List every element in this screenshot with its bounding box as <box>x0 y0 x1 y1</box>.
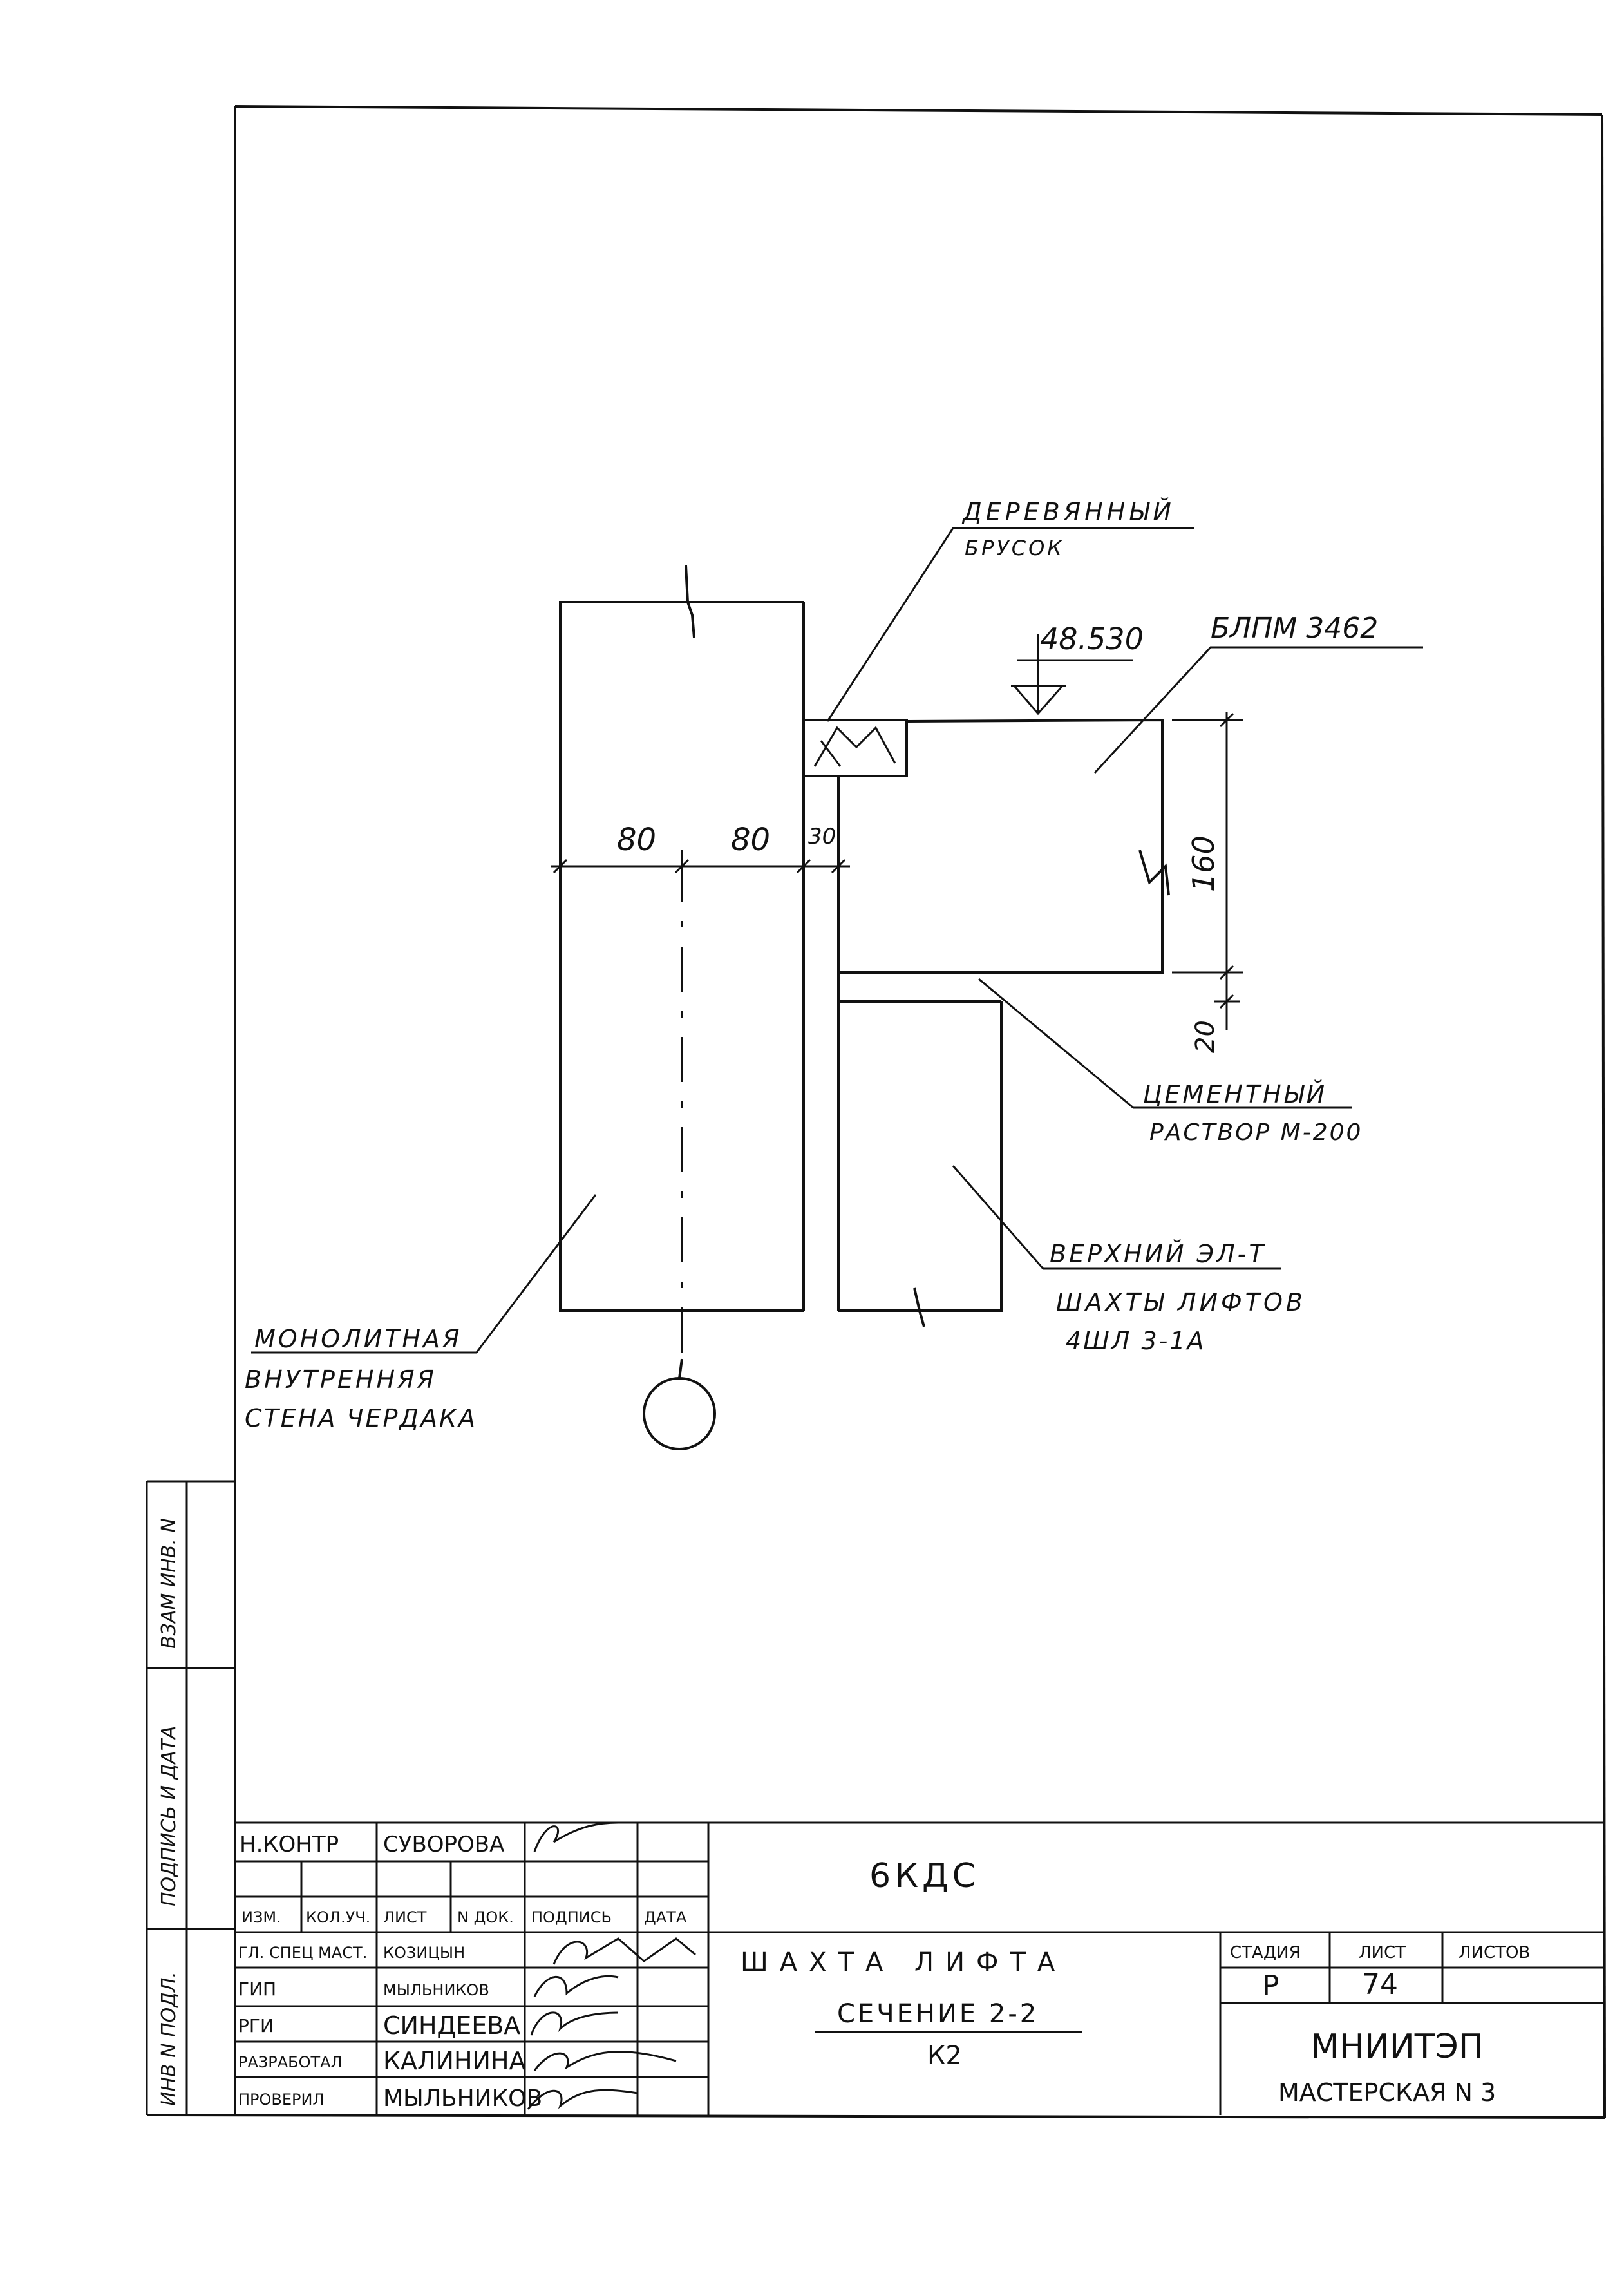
label-cement-1: ЦЕМЕНТНЫЙ <box>1143 1080 1327 1108</box>
slab-outline <box>837 718 1164 974</box>
signature-mark <box>527 2089 638 2110</box>
label-upper-3: 4ШЛ 3-1А <box>1066 1327 1206 1355</box>
label-wood-2: БРУСОК <box>965 536 1064 560</box>
drawing-labels: ДЕРЕВЯННЫЙ БРУСОК 48.530 БЛПМ 3462 80 80… <box>245 498 1378 1432</box>
break-mark-top <box>685 565 695 638</box>
label-wall-1: МОНОЛИТНАЯ <box>254 1325 462 1353</box>
side-stamp <box>146 1480 235 2115</box>
sheet-frame <box>146 105 1606 2119</box>
stamp-col-kolu: КОЛ.УЧ. <box>306 1908 370 1926</box>
leader-slab <box>1093 646 1423 774</box>
shaft-element-outline <box>838 1001 1003 1312</box>
dim-30: 30 <box>808 824 836 850</box>
dim-80-left: 80 <box>617 822 656 858</box>
leader-wall <box>251 1194 597 1354</box>
side-stamp-vzam: ВЗАМ ИНВ. N <box>158 1518 180 1649</box>
stamp-col-list: ЛИСТ <box>383 1908 427 1926</box>
signature-mark <box>530 2011 619 2036</box>
stamp-row-role: ГЛ. СПЕЦ МАСТ. <box>238 1944 367 1962</box>
signature-mark <box>533 1975 619 1997</box>
stamp-row-role: ГИП <box>238 1979 276 2000</box>
signature-mark <box>533 2051 677 2071</box>
sheet-header: ЛИСТ <box>1359 1943 1406 1962</box>
dim-80-right: 80 <box>731 822 770 858</box>
workshop-name: МАСТЕРСКАЯ N 3 <box>1278 2078 1496 2107</box>
stamp-row-name: МЫЛЬНИКОВ <box>383 2085 542 2112</box>
sheet-number: 74 <box>1362 1968 1398 2001</box>
label-upper-1: ВЕРХНИЙ ЭЛ-Т <box>1050 1240 1267 1268</box>
drawing-section: СЕЧЕНИЕ 2-2 <box>837 1999 1039 2029</box>
dim-20: 20 <box>1191 1020 1220 1053</box>
dim-160: 160 <box>1186 835 1221 892</box>
stamp-col-izm: ИЗМ. <box>241 1908 281 1926</box>
break-mark-slab <box>1138 850 1170 896</box>
label-wall-3: СТЕНА ЧЕРДАКА <box>245 1404 477 1432</box>
stamp-row-name: КОЗИЦЫН <box>383 1944 465 1962</box>
break-mark-bottom <box>913 1287 925 1327</box>
signature-mark <box>552 1937 696 1965</box>
signatures <box>527 1821 696 2110</box>
stamp-row-role: ПРОВЕРИЛ <box>238 2091 325 2109</box>
stamp-top-role: Н.КОНТР <box>240 1832 339 1857</box>
stamp-row-name: МЫЛЬНИКОВ <box>383 1981 489 1999</box>
side-stamp-inv-sub: ИНВ N ПОДЛ. <box>158 1971 180 2106</box>
stage-value: Р <box>1262 1970 1279 2002</box>
side-stamp-sign-date: ПОДПИСЬ И ДАТА <box>158 1726 180 1906</box>
section-drawing <box>251 527 1423 1450</box>
title-block-text: Н.КОНТР СУВОРОВА ИЗМ. КОЛ.УЧ. ЛИСТ N ДОК… <box>238 1832 1530 2112</box>
stamp-row-role: РАЗРАБОТАЛ <box>238 2053 343 2071</box>
label-upper-2: ШАХТЫ ЛИФТОВ <box>1056 1288 1306 1316</box>
stamp-row-name: СИНДЕЕВА <box>383 2011 520 2040</box>
stamp-row-role: РГИ <box>238 2015 274 2036</box>
drawing-code: 6КДС <box>869 1857 979 1895</box>
wood-block-hatch <box>813 726 896 767</box>
label-cement-2: РАСТВОР М-200 <box>1149 1119 1363 1146</box>
stamp-top-name: СУВОРОВА <box>383 1832 504 1857</box>
leader-upper <box>952 1165 1281 1270</box>
drawing-title: ШАХТА ЛИФТА <box>741 1948 1066 1977</box>
label-level: 48.530 <box>1040 622 1144 656</box>
organization-name: МНИИТЭП <box>1310 2027 1484 2066</box>
leader-cement <box>978 978 1352 1109</box>
stamp-col-podpis: ПОДПИСЬ <box>531 1908 612 1926</box>
leader-wood <box>826 527 1194 722</box>
wood-block <box>802 719 908 777</box>
title-block <box>235 1821 1605 2115</box>
signature-mark <box>533 1821 619 1852</box>
axis-bubble <box>643 1377 716 1450</box>
stamp-row-name: КАЛИНИНА <box>383 2047 526 2075</box>
stage-header: СТАДИЯ <box>1230 1943 1301 1962</box>
label-slab-mark: БЛПМ 3462 <box>1211 612 1378 645</box>
stamp-col-data: ДАТА <box>644 1908 687 1926</box>
sheets-header: ЛИСТОВ <box>1459 1943 1530 1962</box>
stamp-col-ndok: N ДОК. <box>457 1908 514 1926</box>
label-wall-2: ВНУТРЕННЯЯ <box>245 1365 437 1394</box>
drawing-sheet-code: К2 <box>927 2041 962 2071</box>
label-wood-1: ДЕРЕВЯННЫЙ <box>961 498 1175 526</box>
